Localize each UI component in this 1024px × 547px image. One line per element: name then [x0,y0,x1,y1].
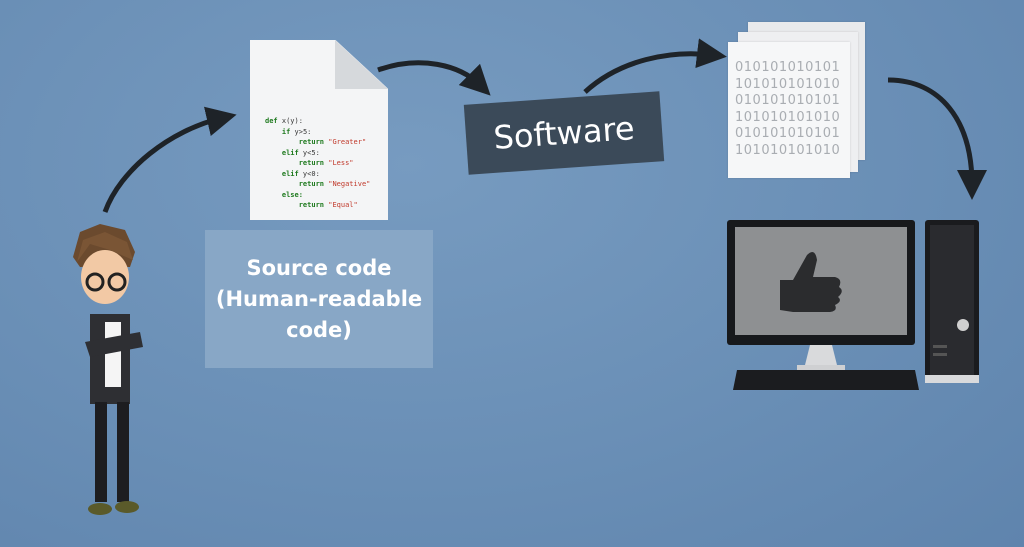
arrow-person-to-code [102,106,237,213]
code-line: if y>5: [265,127,370,138]
code-token: def [265,117,278,125]
code-token: elif [265,148,299,157]
code-token: return [265,159,325,167]
binary-page-front [728,42,850,178]
arrow-software-to-binary [583,38,727,94]
arrow-code-to-software [377,60,491,96]
arrow-binary-to-computer [887,77,987,200]
code-token: y>5: [290,127,312,136]
label-line: (Human-readable [215,286,423,311]
code-token: "Negative" [328,180,371,188]
code-line: return "Greater" [265,137,370,148]
binary-line: 101010101010 [735,109,841,125]
code-token: y<5: [298,148,320,157]
code-token: y<0: [298,169,320,178]
code-token: "Equal" [328,201,358,209]
code-token: elif [265,169,299,178]
computer-illustration [727,220,979,390]
code-token: "Greater" [328,138,367,146]
software-label: Software [463,91,665,175]
person-illustration [73,224,143,515]
code-line: return "Equal" [265,200,370,211]
code-token: "Less" [328,159,354,167]
code-line: elif y<5: [265,148,370,159]
code-token: if [265,127,291,136]
code-line: return "Less" [265,158,370,169]
code-token: x(y): [277,117,303,125]
code-token: return [265,138,325,146]
code-token: return [265,201,325,209]
binary-line: 010101010101 [735,93,841,108]
code-line: return "Negative" [265,179,371,190]
code-token: return [265,180,325,188]
binary-line: 010101010101 [735,126,841,141]
binary-line: 010101010101 [735,60,841,75]
label-line: code) [286,317,352,342]
code-line: elif y<0: [265,169,370,180]
code-token: else: [265,190,303,199]
binary-line: 101010101010 [735,76,841,92]
binary-line: 101010101010 [735,142,841,158]
thumbs-up-icon [780,251,842,312]
code-line: else: [265,190,370,201]
source-code-label: Source code (Human-readable code) [205,230,433,368]
label-line: Source code [246,255,392,280]
code-snippet: def x(y): if y>5: return "Greater" elif … [265,116,370,211]
code-line: def x(y): [265,116,370,127]
